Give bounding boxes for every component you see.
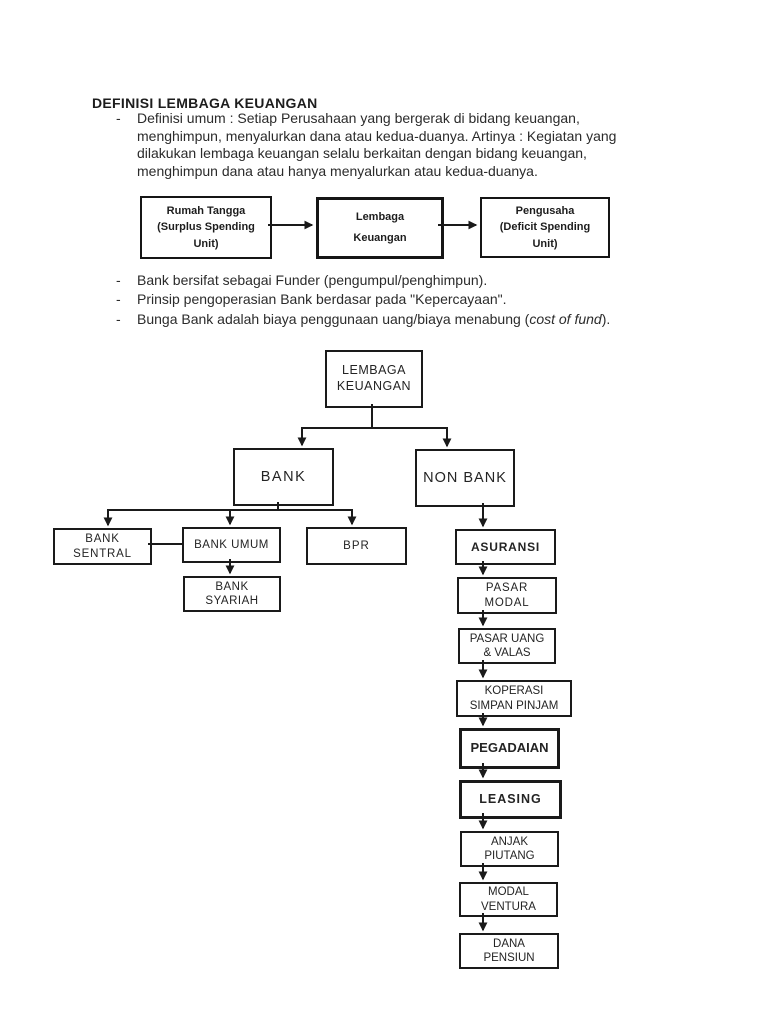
bullet-text-funder: Bank bersifat sebagai Funder (pengumpul/… [137, 272, 488, 288]
list-dash-marker: - [116, 291, 121, 308]
orgchart-node-bank-sentral: BANK SENTRAL [53, 528, 152, 565]
flow-box-pengusaha: Pengusaha (Deficit Spending Unit) [480, 197, 610, 258]
orgchart-node-bank-syariah: BANK SYARIAH [183, 576, 281, 612]
orgchart-node-bank: BANK [233, 448, 334, 506]
bullet-text-after-italic: ). [601, 310, 611, 327]
flow-box-rumah-tangga: Rumah Tangga (Surplus Spending Unit) [140, 196, 272, 259]
page-title: DEFINISI LEMBAGA KEUANGAN [92, 95, 318, 112]
orgchart-node-modal-ventura: MODAL VENTURA [459, 882, 558, 917]
bullet-text-before-italic: Bunga Bank adalah biaya penggunaan uang/… [137, 310, 530, 327]
orgchart-node-pegadaian: PEGADAIAN [459, 728, 560, 769]
orgchart-node-bpr: BPR [306, 527, 407, 565]
orgchart-node-bank-umum: BANK UMUM [182, 527, 281, 563]
list-item: - Bunga Bank adalah biaya penggunaan uan… [116, 310, 610, 329]
list-item: - Prinsip pengoperasian Bank berdasar pa… [116, 290, 507, 309]
orgchart-node-dana-pensiun: DANA PENSIUN [459, 933, 559, 969]
intro-list-item: - Definisi umum : Setiap Perusahaan yang… [116, 110, 616, 180]
orgchart-node-non-bank: NON BANK [415, 449, 515, 507]
flow-box-lembaga-keuangan: Lembaga Keuangan [316, 197, 444, 259]
orgchart-node-pasar-uang-valas: PASAR UANG & VALAS [458, 628, 556, 664]
orgchart-node-koperasi-simpan-pinjam: KOPERASI SIMPAN PINJAM [456, 680, 572, 717]
orgchart-node-pasar-modal: PASAR MODAL [457, 577, 557, 614]
list-dash-marker: - [116, 272, 121, 288]
orgchart-node-leasing: LEASING [459, 780, 562, 819]
list-dash-marker: - [116, 310, 121, 327]
orgchart-node-anjak-piutang: ANJAK PIUTANG [460, 831, 559, 867]
orgchart-node-lembaga-keuangan: LEMBAGA KEUANGAN [325, 350, 423, 408]
bullet-text-italic-cost-of-fund: cost of fund [529, 310, 602, 327]
orgchart-node-asuransi: ASURANSI [455, 529, 556, 565]
bullet-list: - Bank bersifat sebagai Funder (pengumpu… [116, 271, 610, 329]
bullet-text-bunga-bank: Bunga Bank adalah biaya penggunaan uang/… [137, 310, 610, 329]
intro-text: Definisi umum : Setiap Perusahaan yang b… [137, 110, 617, 179]
bullet-text-kepercayaan: Prinsip pengoperasian Bank berdasar pada… [137, 291, 507, 308]
list-item: - Bank bersifat sebagai Funder (pengumpu… [116, 271, 487, 290]
list-dash-marker: - [116, 110, 121, 126]
